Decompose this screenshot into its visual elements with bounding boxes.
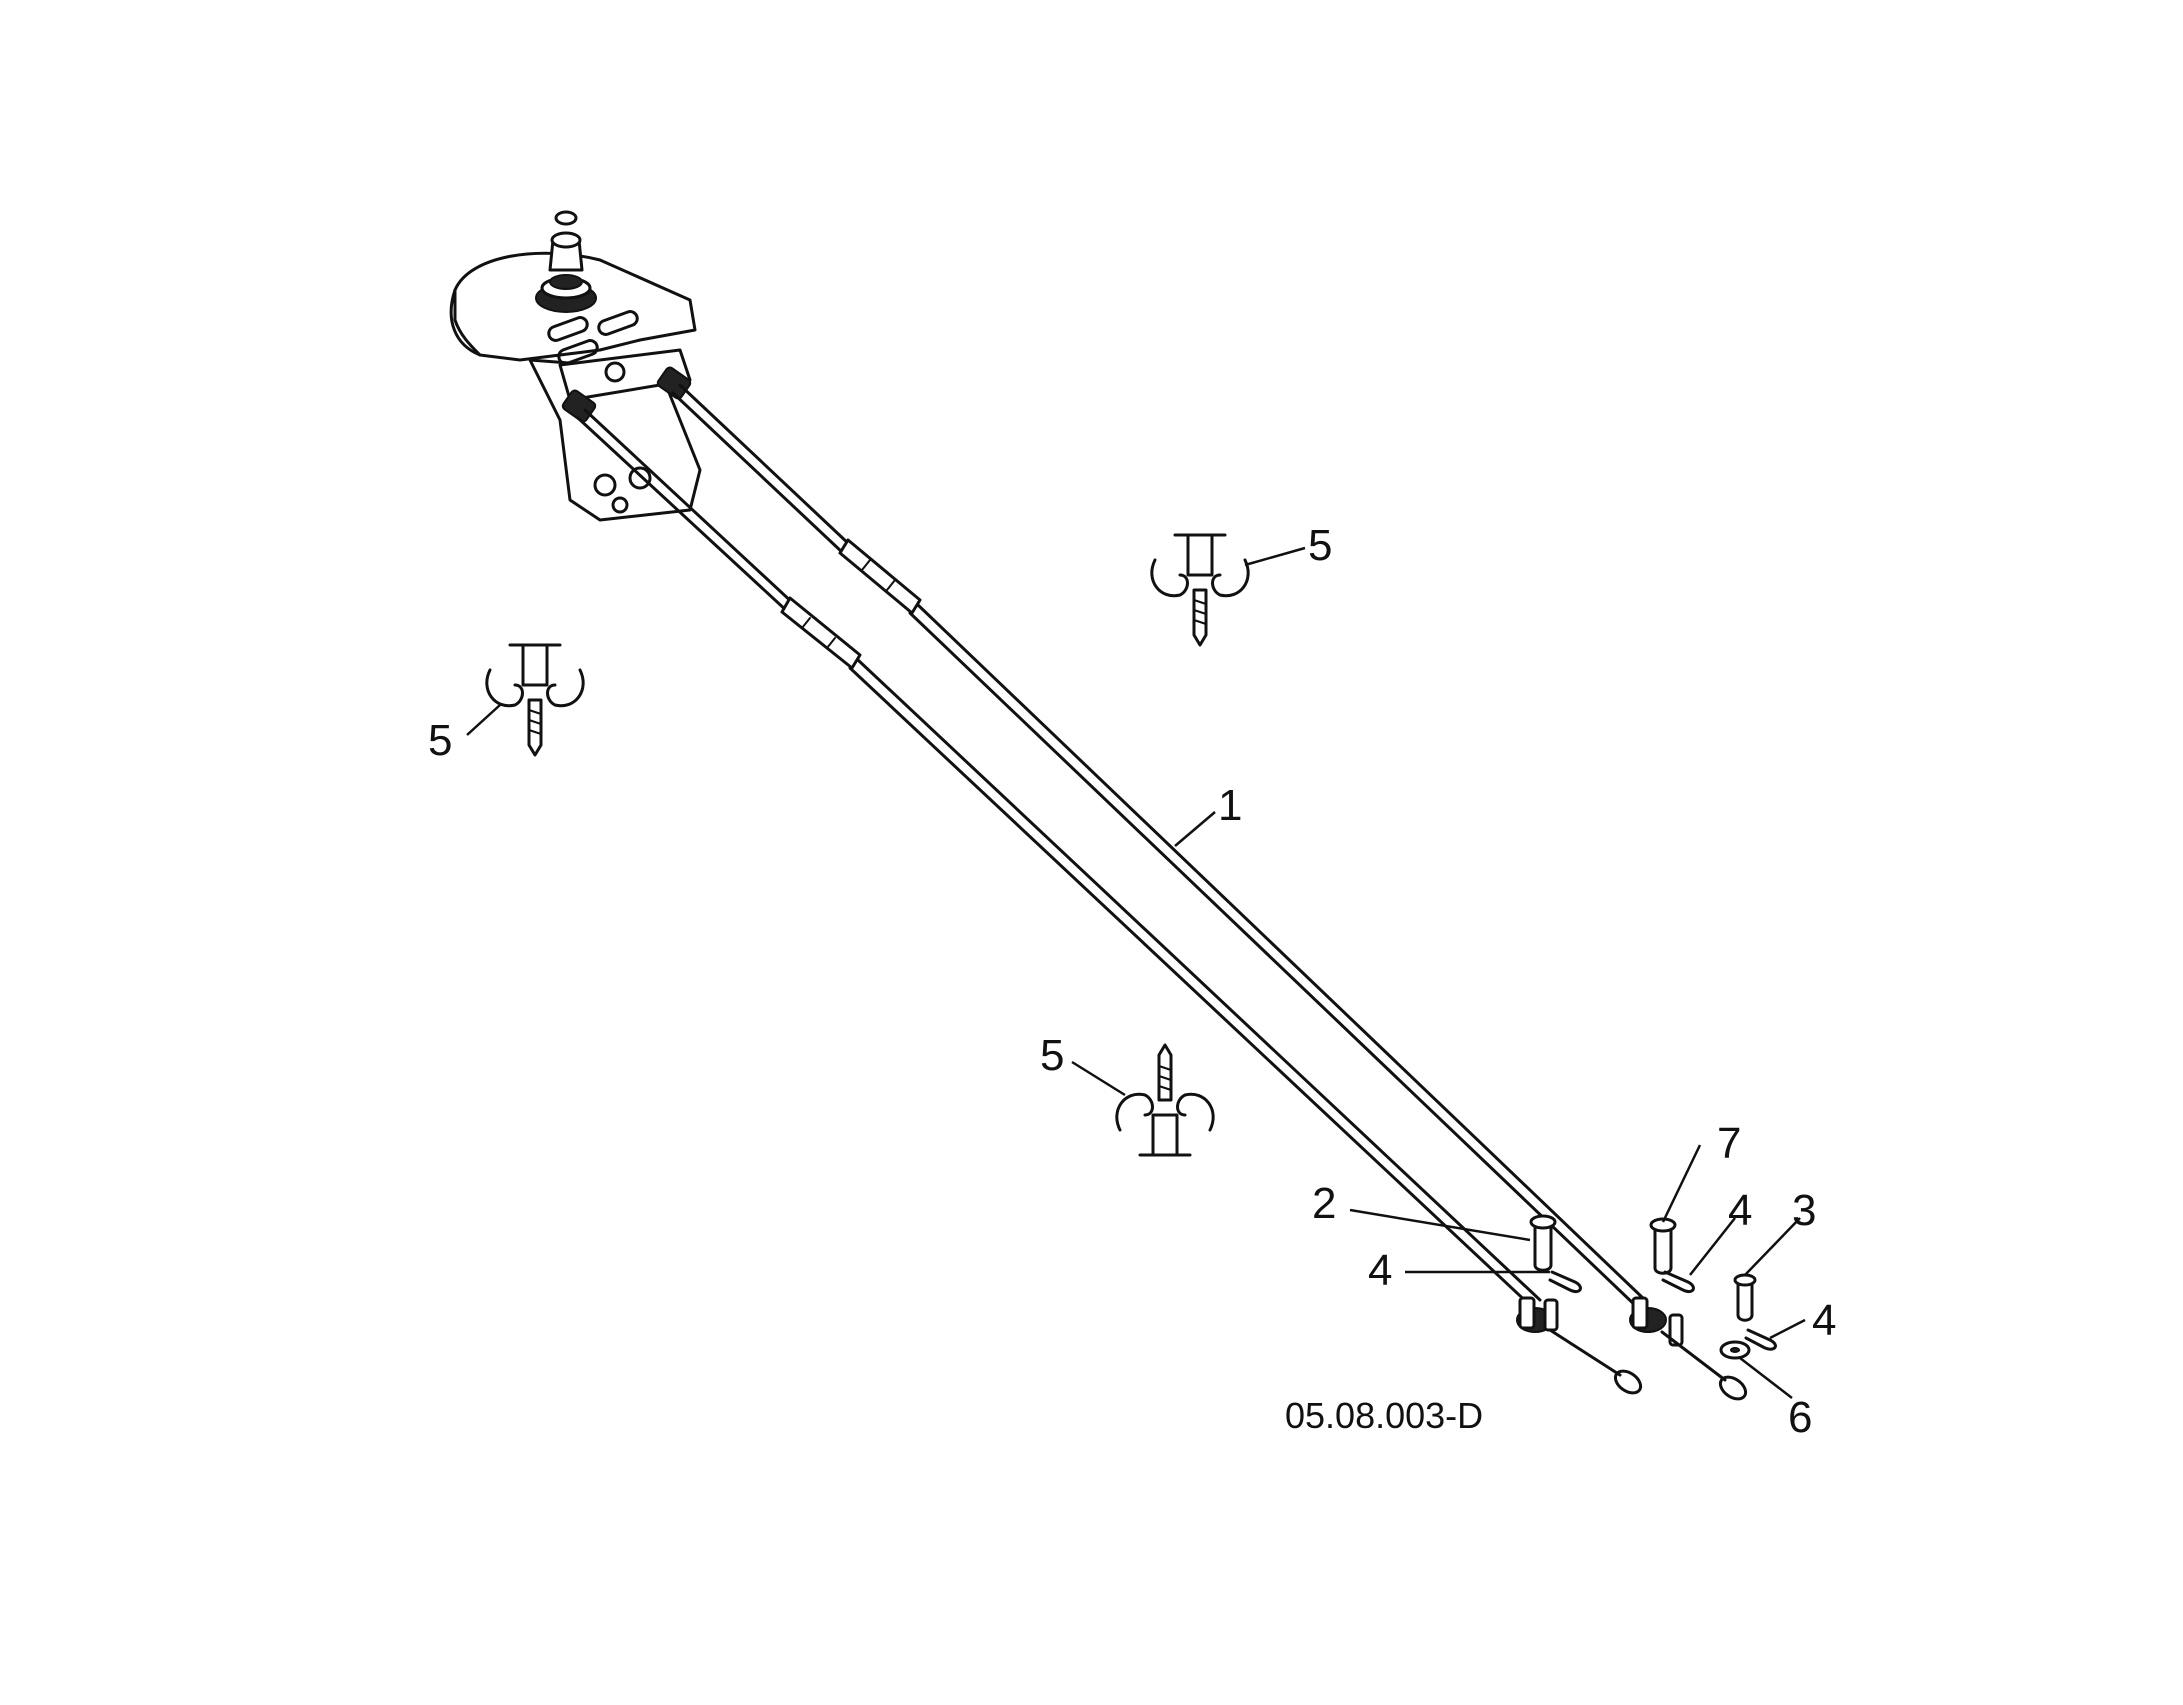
cable-end-right <box>1629 1296 1748 1401</box>
callout-4-left: 4 <box>1368 1246 1392 1295</box>
drawing-code: 05.08.003-D <box>1285 1395 1483 1436</box>
hairpin-clip-4a <box>1548 1270 1582 1294</box>
clevis-pin-3 <box>1733 1273 1757 1322</box>
callout-2: 2 <box>1312 1179 1336 1228</box>
hairpin-clip-4c <box>1744 1328 1777 1351</box>
callout-7: 7 <box>1717 1119 1741 1168</box>
callout-5-bottom: 5 <box>1040 1031 1064 1080</box>
callout-3: 3 <box>1792 1186 1816 1235</box>
cable-clip-top-right <box>1150 533 1250 647</box>
steering-bracket-assembly <box>449 210 702 522</box>
steering-cable-right <box>671 383 1647 1310</box>
hairpin-clip-4b <box>1661 1270 1695 1294</box>
cable-clip-bottom <box>1115 1043 1215 1157</box>
clevis-pin-2 <box>1529 1214 1557 1272</box>
cable-end-left <box>1516 1296 1643 1395</box>
callout-1: 1 <box>1218 781 1242 830</box>
steering-cable-left <box>576 408 1542 1310</box>
callout-5-top-right: 5 <box>1308 521 1332 570</box>
callout-4-right: 4 <box>1812 1296 1836 1345</box>
callout-6: 6 <box>1788 1393 1812 1442</box>
callout-4-middle: 4 <box>1728 1186 1752 1235</box>
washer-6 <box>1719 1340 1751 1360</box>
clevis-pin-7 <box>1649 1217 1677 1275</box>
callout-5-left: 5 <box>428 716 452 765</box>
cable-clip-left <box>485 643 585 757</box>
